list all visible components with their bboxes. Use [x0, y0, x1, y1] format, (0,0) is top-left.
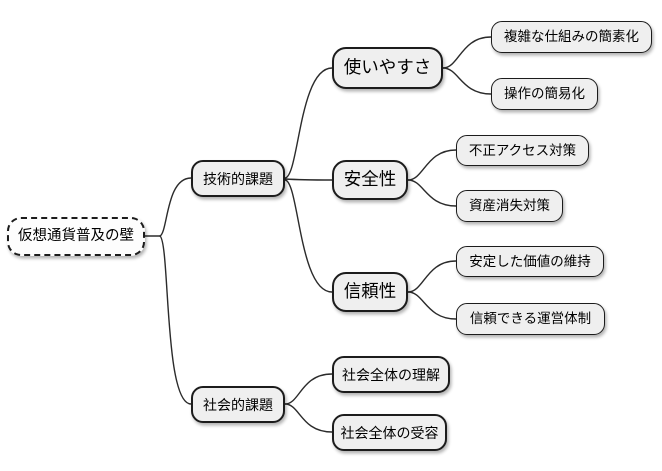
edge-reliability-trusted-management [407, 291, 457, 320]
edge-reliability-stable-value [407, 260, 457, 293]
node-asset-loss-countermeasures[interactable]: 資産消失対策 [456, 190, 563, 222]
edge-root-technical [159, 177, 192, 237]
edge-social-public-acceptance [284, 403, 333, 433]
node-simplify-operations[interactable]: 操作の簡易化 [491, 78, 598, 110]
edge-technical-safety [284, 178, 333, 181]
node-trusted-management-structure[interactable]: 信頼できる運営体制 [456, 303, 605, 335]
edge-social-public-understanding [284, 373, 333, 405]
node-public-acceptance[interactable]: 社会全体の受容 [332, 414, 447, 451]
node-reliability[interactable]: 信頼性 [332, 272, 408, 312]
node-root-crypto-adoption-barrier[interactable]: 仮想通貨普及の壁 [7, 217, 145, 256]
edge-usability-simplify-operation [442, 67, 492, 95]
node-usability[interactable]: 使いやすさ [332, 47, 443, 89]
node-stable-value-maintenance[interactable]: 安定した価値の維持 [456, 246, 604, 277]
node-safety[interactable]: 安全性 [332, 160, 408, 200]
edge-root-social [159, 235, 192, 405]
node-unauthorized-access-countermeasures[interactable]: 不正アクセス対策 [456, 135, 589, 166]
edge-safety-asset-loss [407, 179, 457, 207]
edge-technical-usability [284, 67, 333, 179]
node-simplify-complex-mechanisms[interactable]: 複雑な仕組みの簡素化 [491, 21, 652, 53]
node-social-issues[interactable]: 社会的課題 [191, 386, 285, 423]
node-public-understanding[interactable]: 社会全体の理解 [332, 356, 450, 393]
edge-safety-unauthorized-access [407, 149, 457, 181]
edge-usability-simplify-mechanism [442, 36, 492, 69]
node-technical-issues[interactable]: 技術的課題 [191, 160, 285, 197]
edge-technical-reliability [284, 179, 333, 293]
